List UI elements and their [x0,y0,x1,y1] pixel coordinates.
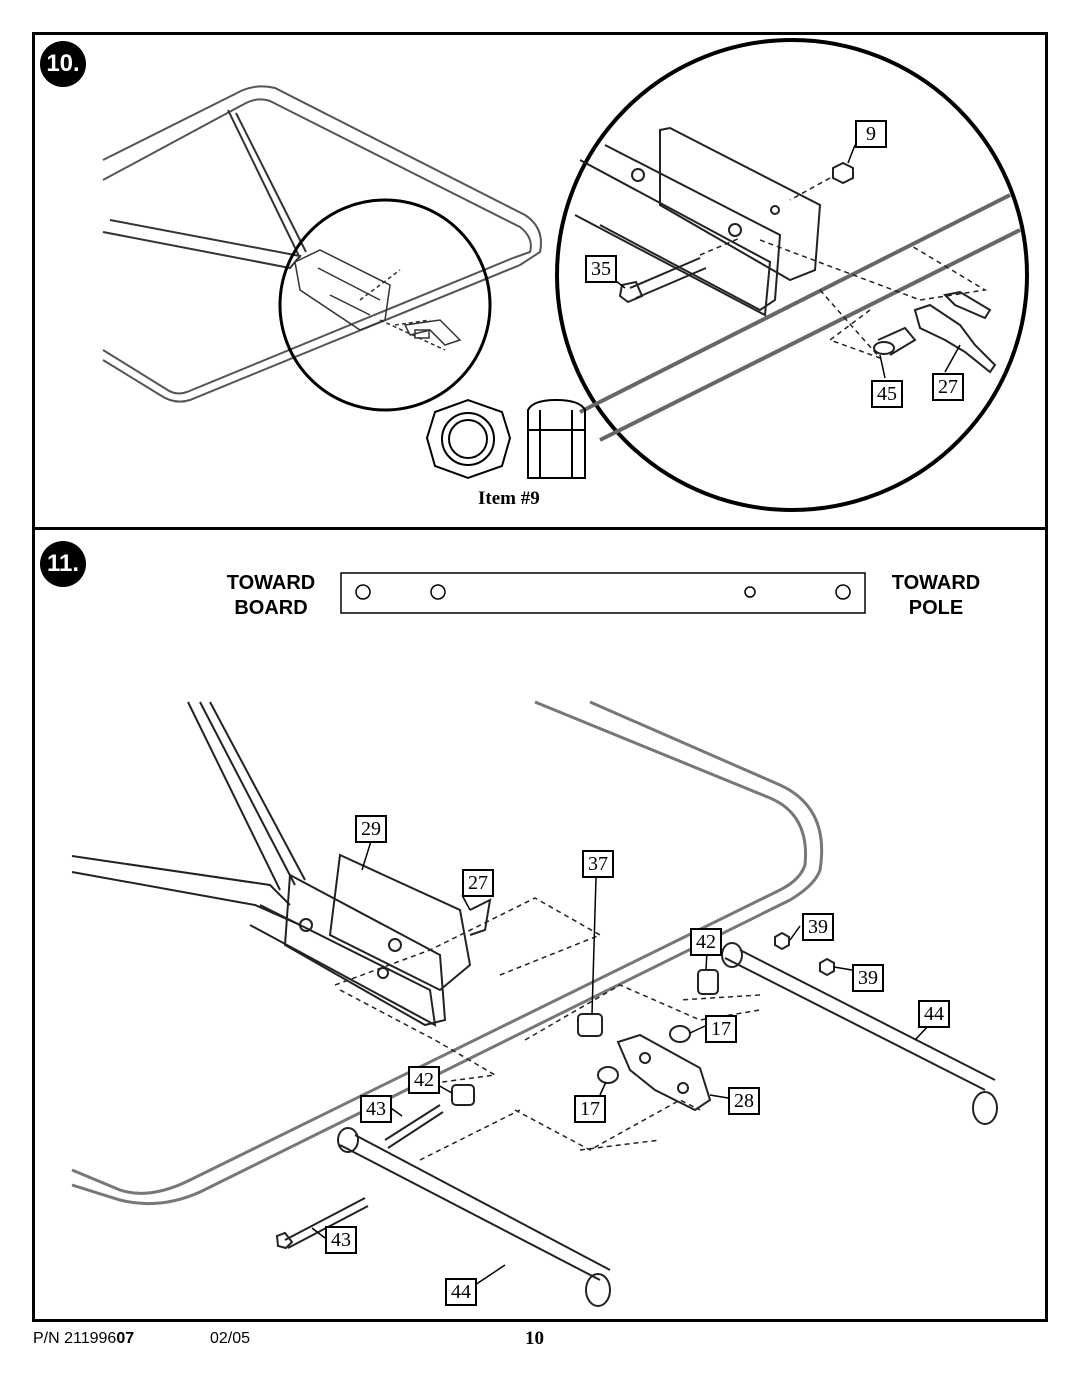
part-number-suffix: 07 [116,1330,135,1347]
part-callout-42: 42 [408,1066,440,1094]
part-number-prefix: P/N 211996 [33,1330,117,1347]
part-callout-27: 27 [462,869,494,897]
step-number-badge: 11. [40,541,86,587]
toward-board-label: TOWARD BOARD [222,571,320,621]
step-divider [32,527,1048,530]
detail-zoom-circle [278,198,492,412]
part-callout-42: 42 [690,928,722,956]
toward-board-line1: TOWARD [226,572,316,594]
part-callout-43: 43 [325,1226,357,1254]
toward-pole-line1: TOWARD [891,572,981,594]
part-callout-44: 44 [445,1278,477,1306]
toward-pole-label: TOWARD POLE [886,571,986,621]
part-callout-17: 17 [705,1015,737,1043]
part-callout-17: 17 [574,1095,606,1123]
hole-template-strip [340,572,866,614]
part-callout-45: 45 [871,380,903,408]
part-callout-39: 39 [802,913,834,941]
revision-date: 02/05 [210,1330,251,1347]
step-number-badge: 10. [40,41,86,87]
part-callout-37: 37 [582,850,614,878]
toward-pole-line2: POLE [908,597,964,619]
part-callout-35: 35 [585,255,617,283]
detail-magnified-circle [555,38,1029,512]
part-callout-43: 43 [360,1095,392,1123]
part-number: P/N 21199607 [33,1330,134,1348]
part-callout-29: 29 [355,815,387,843]
part-callout-27: 27 [932,373,964,401]
part-callout-28: 28 [728,1087,760,1115]
part-callout-9: 9 [855,120,887,148]
page-number: 10 [525,1328,544,1349]
part-callout-44: 44 [918,1000,950,1028]
item-9-caption: Item #9 [478,488,540,509]
part-callout-39: 39 [852,964,884,992]
toward-board-line2: BOARD [234,597,308,619]
page-frame [32,32,1048,1322]
